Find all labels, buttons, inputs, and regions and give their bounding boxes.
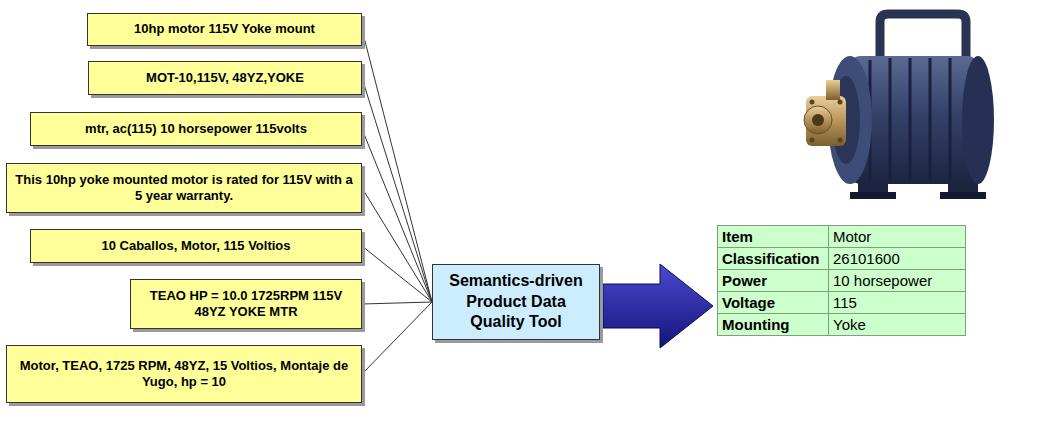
box-text: mtr, ac(115) 10 horsepower 115volts — [85, 121, 307, 137]
connector-line — [362, 78, 432, 302]
input-box: 10hp motor 115V Yoke mount — [87, 13, 362, 46]
motor-picture — [804, 14, 994, 199]
text-group: Semantics-driven Product Data Quality To… — [441, 271, 591, 333]
attribute-name: Mounting — [718, 314, 829, 336]
table-row: Classification26101600 — [718, 248, 966, 270]
connector-line — [362, 30, 432, 303]
box-text: 10hp motor 115V Yoke mount — [134, 21, 315, 37]
connector-line — [362, 129, 432, 302]
connector-line — [362, 188, 432, 302]
attribute-name: Classification — [718, 248, 829, 270]
attribute-value: 26101600 — [829, 248, 966, 270]
text-group: This 10hp yoke mounted motor is rated fo… — [13, 172, 355, 205]
process-box: Semantics-driven Product Data Quality To… — [432, 264, 600, 340]
text-group: TEAO HP = 10.0 1725RPM 115V 48YZ YOKE MT… — [137, 288, 355, 321]
attribute-table: ItemMotorClassification26101600Power10 h… — [717, 225, 966, 336]
box-text: Semantics-driven Product Data Quality To… — [441, 271, 591, 333]
attribute-name: Power — [718, 270, 829, 292]
attribute-value: Motor — [829, 226, 966, 248]
input-box: TEAO HP = 10.0 1725RPM 115V 48YZ YOKE MT… — [130, 279, 362, 329]
attribute-value: 10 horsepower — [829, 270, 966, 292]
table-row: ItemMotor — [718, 226, 966, 248]
input-box: MOT-10,115V, 48YZ,YOKE — [88, 61, 362, 95]
table-row: Voltage115 — [718, 292, 966, 314]
input-box: This 10hp yoke mounted motor is rated fo… — [6, 163, 362, 213]
attribute-name: Item — [718, 226, 829, 248]
flow-arrow — [603, 264, 713, 348]
input-box: Motor, TEAO, 1725 RPM, 48YZ, 15 Voltios,… — [6, 345, 362, 403]
box-text: TEAO HP = 10.0 1725RPM 115V 48YZ YOKE MT… — [137, 288, 355, 321]
box-text: Motor, TEAO, 1725 RPM, 48YZ, 15 Voltios,… — [13, 358, 355, 391]
input-box: mtr, ac(115) 10 horsepower 115volts — [30, 112, 362, 146]
text-group: 10hp motor 115V Yoke mount — [134, 21, 315, 37]
text-group: mtr, ac(115) 10 horsepower 115volts — [85, 121, 307, 137]
connector-line — [362, 302, 432, 304]
text-group: Motor, TEAO, 1725 RPM, 48YZ, 15 Voltios,… — [13, 358, 355, 391]
connector-line — [362, 302, 432, 374]
input-box: 10 Caballos, Motor, 115 Voltios — [30, 229, 362, 263]
text-group: 10 Caballos, Motor, 115 Voltios — [101, 238, 290, 254]
table-row: MountingYoke — [718, 314, 966, 336]
connector-line — [362, 246, 432, 302]
table-row: Power10 horsepower — [718, 270, 966, 292]
text-group: MOT-10,115V, 48YZ,YOKE — [146, 70, 304, 86]
attribute-name: Voltage — [718, 292, 829, 314]
attribute-value: Yoke — [829, 314, 966, 336]
box-text: MOT-10,115V, 48YZ,YOKE — [146, 70, 304, 86]
attribute-value: 115 — [829, 292, 966, 314]
box-text: 10 Caballos, Motor, 115 Voltios — [101, 238, 290, 254]
box-text: This 10hp yoke mounted motor is rated fo… — [13, 172, 355, 205]
